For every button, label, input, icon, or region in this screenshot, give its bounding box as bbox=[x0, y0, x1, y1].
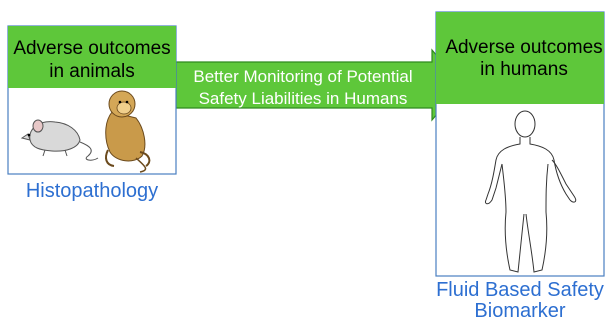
human-outline-icon bbox=[485, 110, 577, 273]
animals-panel: Adverse outcomes in animals Histopatholo… bbox=[7, 25, 177, 202]
monkey-icon bbox=[105, 90, 151, 173]
humans-header-line2: in humans bbox=[480, 59, 568, 80]
flow-arrow: Better Monitoring of Potential Safety Li… bbox=[175, 48, 463, 122]
arrow-label-line2: Safety Liabilities in Humans bbox=[199, 89, 408, 108]
animals-header-line1: Adverse outcomes bbox=[13, 38, 170, 59]
humans-panel: Adverse outcomes in humans Fluid Based S… bbox=[435, 11, 605, 322]
histopathology-caption: Histopathology bbox=[26, 180, 158, 202]
animals-header-line2: in animals bbox=[49, 61, 135, 82]
arrow-label-line1: Better Monitoring of Potential bbox=[193, 67, 412, 86]
biomarker-caption-line2: Biomarker bbox=[474, 300, 565, 322]
humans-header-line1: Adverse outcomes bbox=[445, 37, 602, 58]
humans-panel-header bbox=[436, 12, 604, 104]
mouse-icon bbox=[20, 119, 99, 161]
biomarker-caption-line1: Fluid Based Safety bbox=[436, 279, 604, 301]
animals-panel-header bbox=[8, 26, 176, 88]
